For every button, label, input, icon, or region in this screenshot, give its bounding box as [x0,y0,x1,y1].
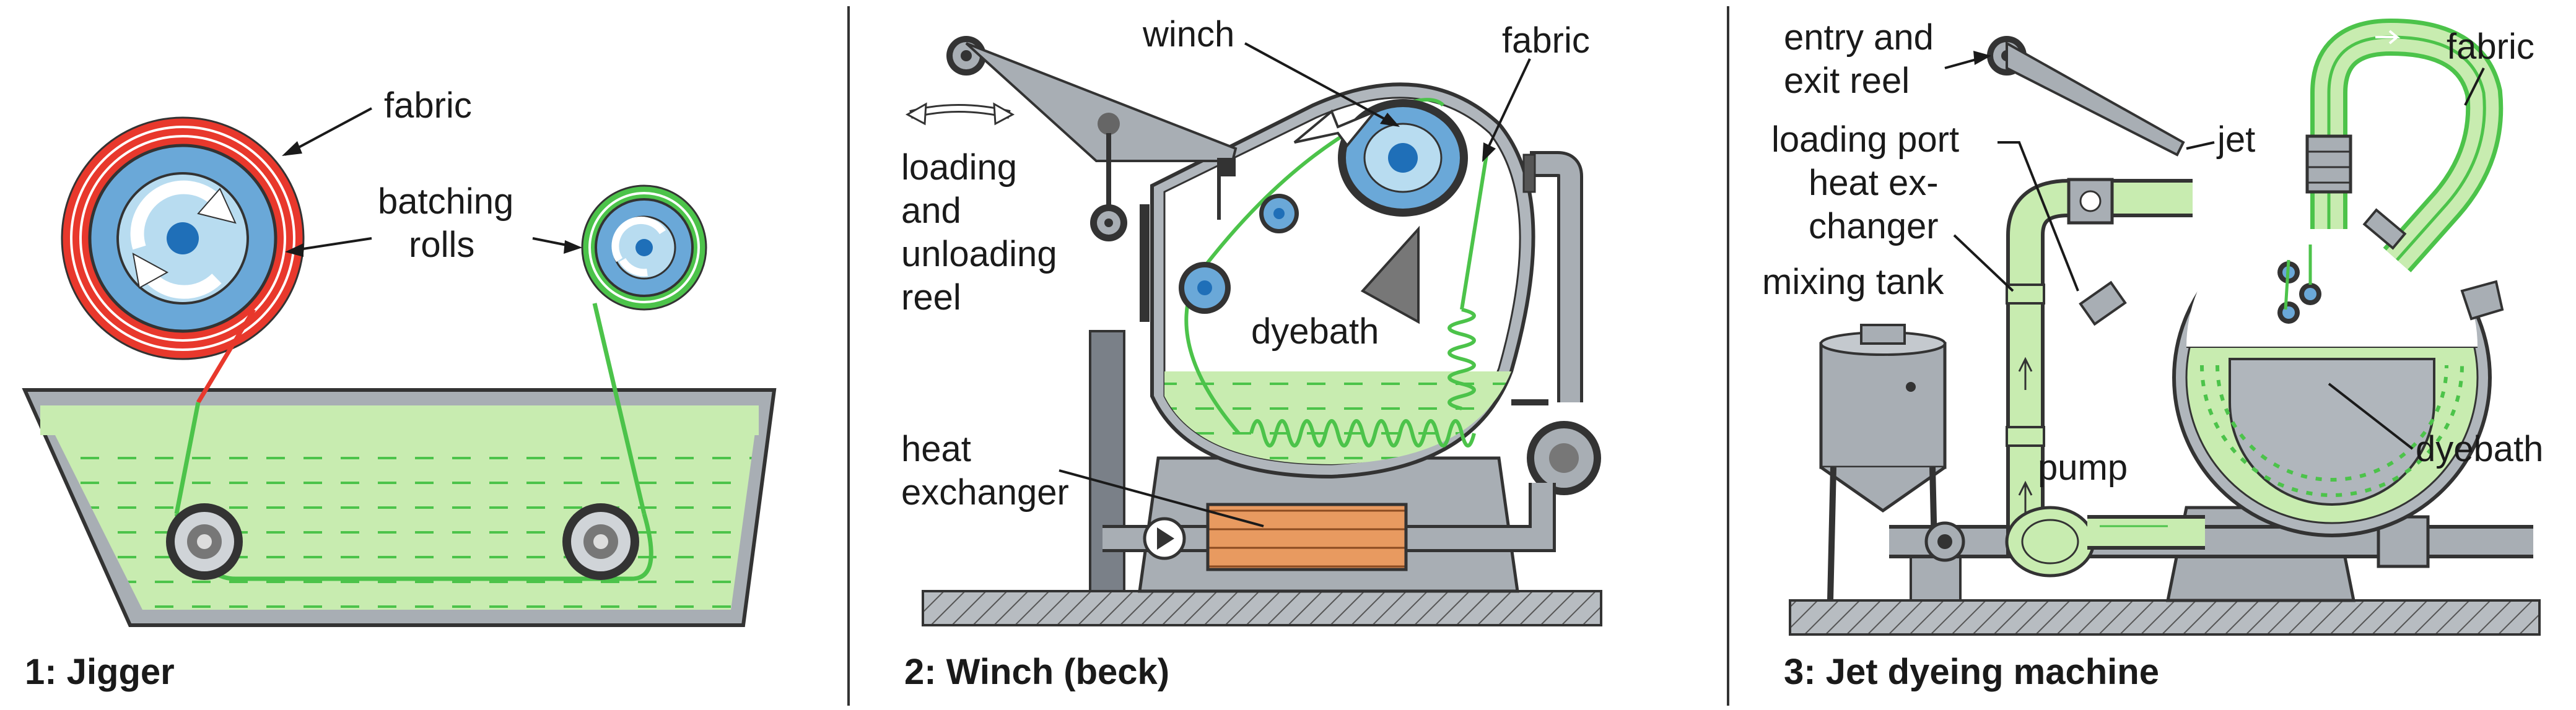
label-rolls: rolls [409,225,474,265]
winch-heat-exchanger [1208,504,1406,569]
panel-winch: winch fabric loading and unloading reel … [901,14,1601,692]
loading-arm [966,43,1236,161]
guide-roller-right [562,503,639,580]
jet-pump [2007,508,2094,576]
caption-jet: 3: Jet dyeing machine [1784,652,2159,692]
label-heat-ex: heat ex- [1809,163,1939,203]
label-exchanger: exchanger [901,472,1069,513]
caption-jigger: 1: Jigger [25,652,175,692]
label-loading-port: loading port [1771,119,1959,160]
label-entry: entry and [1784,17,1934,58]
label-loading: loading [901,147,1017,188]
panel-jigger: fabric batching rolls 1: Jigger [25,85,774,692]
label-jet: jet [2216,119,2255,160]
small-roller-1 [1259,194,1299,233]
label-dyebath-jet: dyebath [2416,429,2543,469]
label-fabric-winch: fabric [1502,20,1590,61]
label-fabric: fabric [384,85,472,126]
label-batching: batching [378,181,513,222]
jet-heat-exchanger-pipe [2025,198,2193,557]
label-and: and [901,191,961,231]
small-roller-2 [1179,262,1231,314]
jet-ground [1790,600,2539,634]
label-unloading: unloading [901,234,1057,274]
winch-ground [923,591,1601,625]
label-pump: pump [2038,448,2128,488]
label-reel: reel [901,277,961,318]
guide-roller-left [166,503,243,580]
panel-jet: entry and exit reel fabric loading port … [1762,17,2543,692]
label-fabric-jet: fabric [2447,27,2535,67]
jigger-bath-surface [40,405,759,435]
label-changer: changer [1809,206,1939,246]
caption-winch: 2: Winch (beck) [904,652,1169,692]
winch-reel [1338,99,1468,217]
circulation-pipe [1530,164,1570,402]
label-winch: winch [1142,14,1234,54]
label-heat: heat [901,429,971,469]
label-exit-reel: exit reel [1784,61,1910,101]
label-mixing-tank: mixing tank [1762,262,1944,302]
heat-exchanger-flange [2080,282,2125,324]
label-dyebath-winch: dyebath [1251,311,1379,352]
